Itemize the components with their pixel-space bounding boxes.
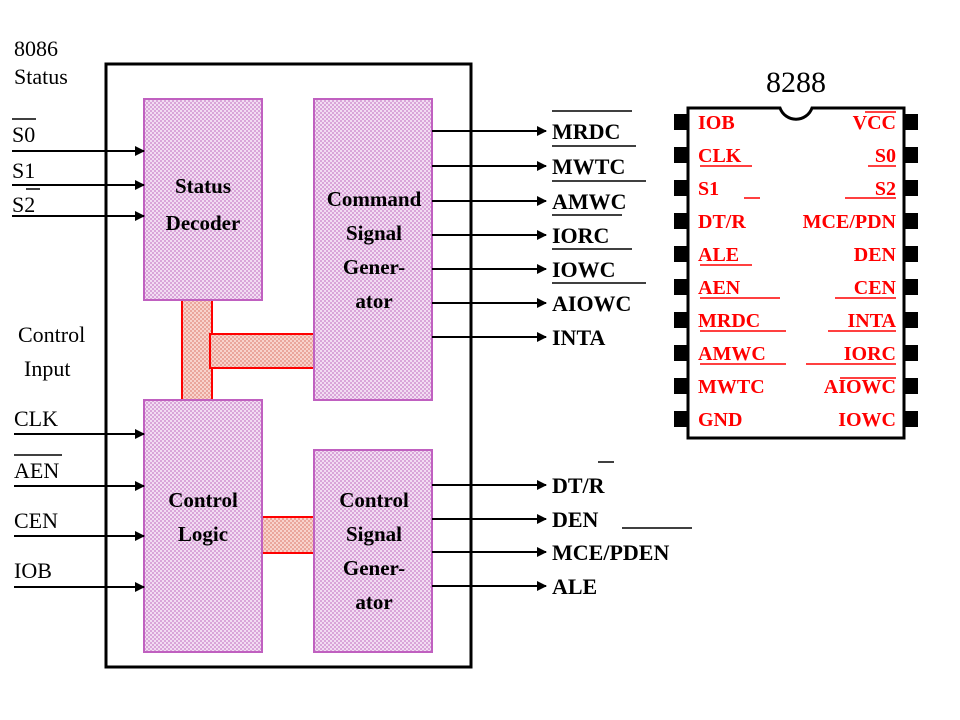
control-input-aen: AEN [14,454,145,491]
status-input-s1-label: S1 [12,158,35,183]
chip-pin-mrdc: MRDC [698,310,760,332]
chip-pin-dtr: DT/R [698,211,746,233]
chip-pin-labels-right: VCC S0 S2 MCE/PDN DEN CEN INTA IORC AIOW… [803,112,897,431]
chip-pin-clk: CLK [698,145,742,167]
status-input-s0: S0 [12,118,145,156]
output-iowc: IOWC [552,257,616,282]
command-gen-label-1: Command [327,187,422,211]
status-input-s1: S1 [12,158,145,190]
chip-pin-mwtc: MWTC [698,376,765,398]
output-ale: ALE [552,574,597,599]
internal-bus-horizontal [209,333,317,369]
internal-bus-vertical [181,297,213,403]
status-decoder-block [143,98,263,301]
chip-pin-s2: S2 [875,178,896,200]
control-input-clk-label: CLK [14,406,58,431]
output-aiowc: AIOWC [552,291,631,316]
chip-pin-inta: INTA [847,310,896,332]
control-gen-label-3: Gener- [343,556,405,580]
control-logic-label-1: Control [168,488,238,512]
control-input-cen: CEN [14,508,145,541]
control-gen-label-2: Signal [346,522,402,546]
header-8086: 8086 [14,36,58,61]
chip-pin-ale: ALE [698,244,739,266]
control-input-iob-label: IOB [14,558,52,583]
status-decoder-label-2: Decoder [166,211,241,235]
header-control: Control [18,322,85,347]
chip-pin-s1: S1 [698,178,719,200]
control-input-cen-label: CEN [14,508,58,533]
output-dtr: DT/R [552,473,606,498]
control-outputs [432,461,692,591]
chip-body [686,106,906,440]
control-input-aen-label: AEN [14,458,59,483]
chip-pin-aiowc: AIOWC [824,376,896,398]
output-mwtc: MWTC [552,154,625,179]
output-mcepden: MCE/PDEN [552,540,669,565]
chip-pin-s0: S0 [875,145,896,167]
control-input-iob: IOB [14,558,145,592]
chip-pin-vcc: VCC [853,112,896,134]
chip-pin-iob: IOB [698,112,735,134]
chip-overbars [700,111,896,379]
control-input-clk: CLK [14,406,145,439]
control-gen-label-4: ator [355,590,392,614]
chip-pin-amwc: AMWC [698,343,766,365]
outer-boundary [104,62,473,669]
chip-pin-iorc: IORC [844,343,896,365]
chip-pin-aen: AEN [698,277,741,299]
chip-pin-labels-left: IOB CLK S1 DT/R ALE AEN MRDC AMWC MWTC G… [698,112,766,431]
output-amwc: AMWC [552,189,627,214]
chip-pin-den: DEN [854,244,897,266]
command-gen-label-2: Signal [346,221,402,245]
chip-name: 8288 [766,66,826,99]
status-decoder-label-1: Status [175,174,231,198]
output-den: DEN [552,507,599,532]
command-gen-label-3: Gener- [343,255,405,279]
output-mrdc: MRDC [552,119,620,144]
command-signal-generator-block [313,98,433,401]
control-logic-label-2: Logic [178,522,228,546]
control-logic-block [143,399,263,653]
header-input: Input [24,356,70,381]
chip-pin-cen: CEN [854,277,897,299]
output-inta: INTA [552,325,605,350]
chip-pin-iowc: IOWC [838,409,896,431]
chip-pin-mcepdn: MCE/PDN [803,211,897,233]
chip-pin-gnd: GND [698,409,742,431]
header-status: Status [14,64,68,89]
status-input-s2: S2 [12,188,145,221]
chip-pins-left [674,114,688,427]
internal-bus-control [261,516,317,554]
chip-pins-right [904,114,918,427]
command-gen-label-4: ator [355,289,392,313]
control-signal-generator-block [313,449,433,653]
status-input-s2-label: S2 [12,192,35,217]
output-iorc: IORC [552,223,609,248]
status-input-s0-label: S0 [12,122,35,147]
control-gen-label-1: Control [339,488,409,512]
command-outputs [432,110,646,342]
